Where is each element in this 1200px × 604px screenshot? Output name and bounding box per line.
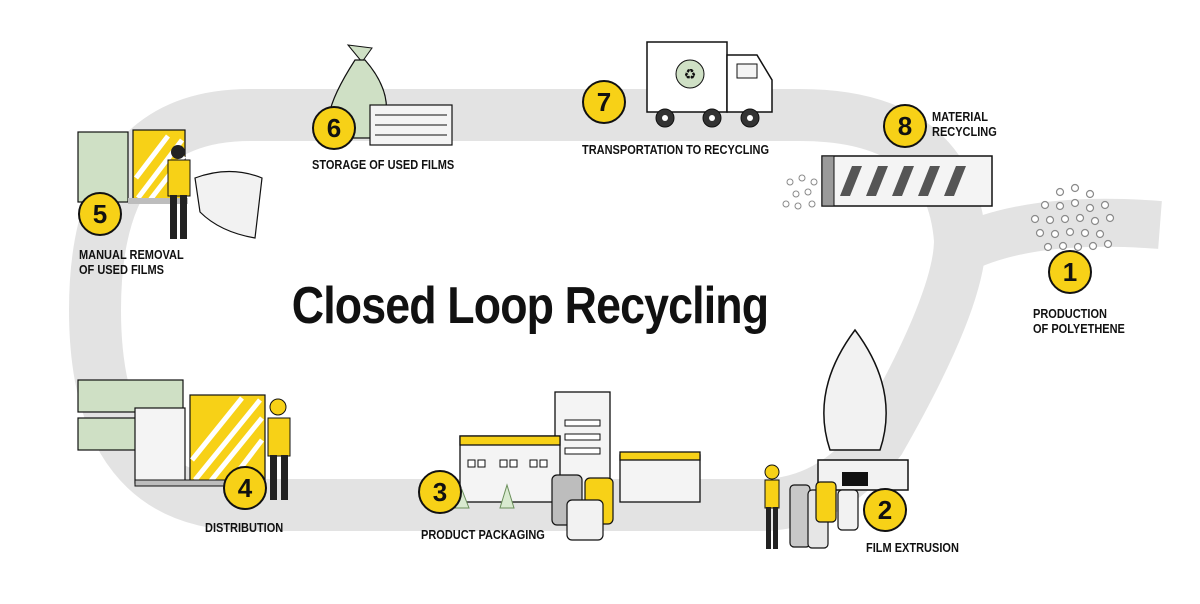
extrusion-machine-icon — [764, 328, 909, 549]
step-8-badge: 8 — [883, 104, 927, 148]
factory-icon — [454, 391, 701, 541]
page-title: Closed Loop Recycling — [291, 277, 769, 335]
step-5-label-line1: MANUAL REMOVAL — [79, 248, 184, 262]
step-2-label-line1: FILM EXTRUSION — [866, 541, 959, 555]
step-7-label: TRANSPORTATION TO RECYCLING — [582, 143, 769, 158]
svg-text:♻: ♻ — [684, 67, 697, 83]
step-3-label: PRODUCT PACKAGING — [421, 528, 545, 543]
pellets-icon — [1030, 183, 1115, 252]
step-5-badge: 5 — [78, 192, 122, 236]
step-4-label: DISTRIBUTION — [205, 521, 283, 536]
step-8-label-line1: MATERIAL — [932, 110, 989, 124]
shredder-icon — [782, 155, 993, 210]
step-8-label: MATERIAL RECYCLING — [932, 110, 997, 140]
worker-film-icon — [77, 129, 263, 239]
step-4-label-line1: DISTRIBUTION — [205, 521, 284, 535]
step-1-label: PRODUCTION OF POLYETHENE — [1033, 307, 1125, 337]
step-3-label-line1: PRODUCT PACKAGING — [421, 528, 545, 542]
step-2-label: FILM EXTRUSION — [866, 541, 959, 556]
step-1-label-line2: OF POLYETHENE — [1033, 322, 1125, 336]
step-6-badge: 6 — [312, 106, 356, 150]
step-5-label: MANUAL REMOVAL OF USED FILMS — [79, 248, 184, 278]
step-8-label-line2: RECYCLING — [932, 125, 997, 139]
step-7-badge: 7 — [582, 80, 626, 124]
step-7-label-line1: TRANSPORTATION TO RECYCLING — [582, 143, 769, 157]
step-1-label-line1: PRODUCTION — [1033, 307, 1107, 321]
step-5-label-line2: OF USED FILMS — [79, 263, 164, 277]
step-2-badge: 2 — [863, 488, 907, 532]
step-6-label-line1: STORAGE OF USED FILMS — [312, 158, 455, 172]
step-3-badge: 3 — [418, 470, 462, 514]
step-1-badge: 1 — [1048, 250, 1092, 294]
truck-icon: ♻ — [646, 41, 773, 128]
step-6-label: STORAGE OF USED FILMS — [312, 158, 454, 173]
step-4-badge: 4 — [223, 466, 267, 510]
